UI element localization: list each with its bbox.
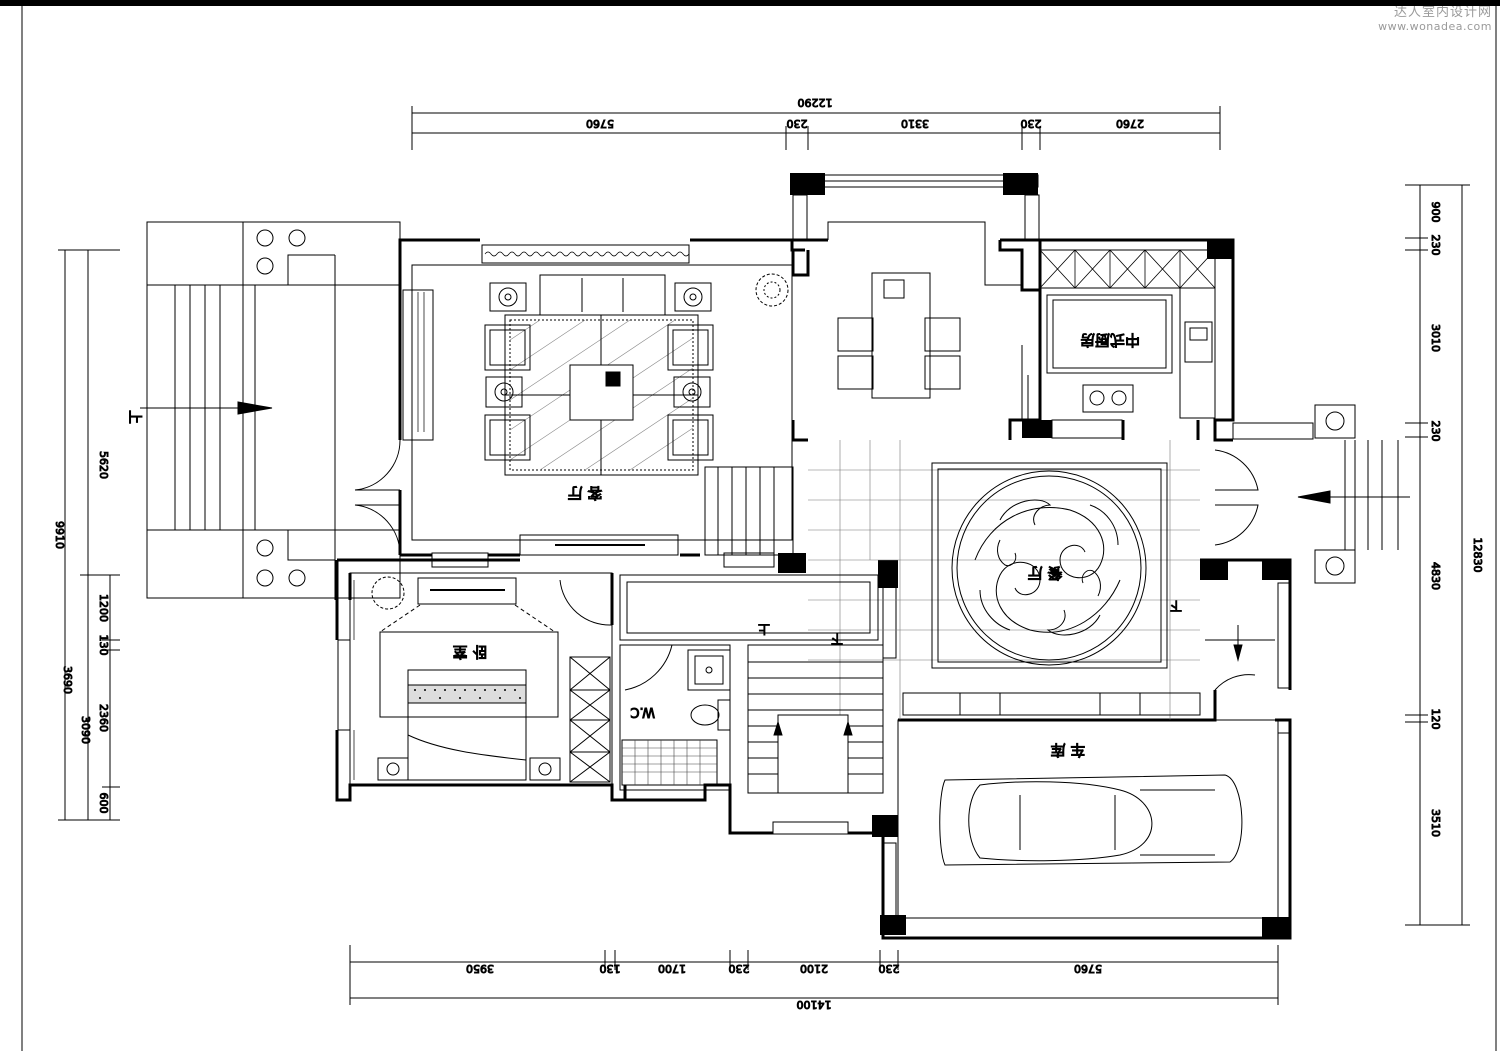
dim-right-6: 3510 [1429,809,1442,837]
columns [778,173,1290,937]
dimensions-bottom: 3950 130 1700 230 2100 230 5760 14100 [349,945,1279,1012]
dim-bottom-2: 1700 [658,962,686,975]
watermark-url: www.wonadea.com [1378,19,1492,33]
watermark: 达人室内设计网 www.wonadea.com [1378,5,1492,34]
dim-bottom-1: 130 [600,962,621,975]
dim-right-total: 12830 [1471,538,1484,573]
entrance-steps-right [1297,404,1410,584]
wc: W.C [619,644,731,791]
dim-left-b-0: 1200 [97,594,110,622]
dim-bottom-0: 3950 [466,962,494,975]
dim-bottom-4: 2100 [800,962,828,975]
dim-right-4: 4830 [1429,562,1442,590]
dim-bottom-total: 14100 [797,998,832,1011]
garage: 下 车 库 [897,599,1279,919]
walls [335,238,1292,940]
dim-right-1: 230 [1429,235,1442,256]
watermark-cn: 达人室内设计网 [1393,5,1492,20]
dim-right-5: 120 [1429,709,1442,730]
room-label-wc: W.C [630,704,655,719]
dim-top-1: 230 [787,117,808,130]
radiator-details [353,251,690,780]
stair-up-mid: 上 [758,622,770,636]
stair-down-mid: 下 [831,632,843,646]
room-label-living: 客 厅 [568,484,603,502]
bedroom: 卧 室 [349,572,613,786]
dim-bottom-3: 230 [729,962,750,975]
dim-right-3: 230 [1429,421,1442,442]
living-room: 客 厅 [354,264,793,568]
room-label-dining: 餐 厅 [1028,564,1063,582]
top-band [0,0,1500,6]
dim-left-c-0: 3690 [61,666,74,694]
dim-top-2: 3310 [901,117,929,130]
dim-left-b-3: 600 [97,793,110,814]
dim-top-total: 12290 [798,96,833,109]
dimensions-right: 900 230 3010 230 4830 120 3510 12830 [1405,184,1485,926]
room-label-kitchen: 中式厨房 [1080,331,1140,349]
dim-top-0: 5760 [586,117,614,130]
stairs-middle: 上 下 [619,466,884,794]
dim-right-2: 3010 [1429,324,1442,352]
dim-top-4: 2760 [1116,117,1144,130]
dim-bottom-6: 5760 [1074,962,1102,975]
kitchen: 中式厨房 [1021,249,1216,439]
dim-left-total: 9910 [53,521,66,549]
dining-room: 餐 厅 [808,221,1259,720]
stair-up-left: 上 [126,410,142,424]
dimensions-left: 9910 5620 1200 130 2360 600 3690 3090 [53,249,120,821]
dim-left-b-2: 2360 [97,704,110,732]
dim-bottom-5: 230 [879,962,900,975]
dim-right-0: 900 [1429,202,1442,223]
stair-down-garage: 下 [1170,599,1182,613]
room-label-bedroom: 卧 室 [453,643,488,661]
dim-left-b-1: 130 [97,635,110,656]
room-label-garage: 车 库 [1051,741,1086,759]
dim-top-3: 230 [1021,117,1042,130]
dim-left-c-1: 3090 [79,716,92,744]
dim-left-a: 5620 [97,451,110,479]
entrance-steps-left: 上 [126,221,401,600]
dimensions-top: 12290 5760 230 3310 230 2760 [411,96,1221,150]
